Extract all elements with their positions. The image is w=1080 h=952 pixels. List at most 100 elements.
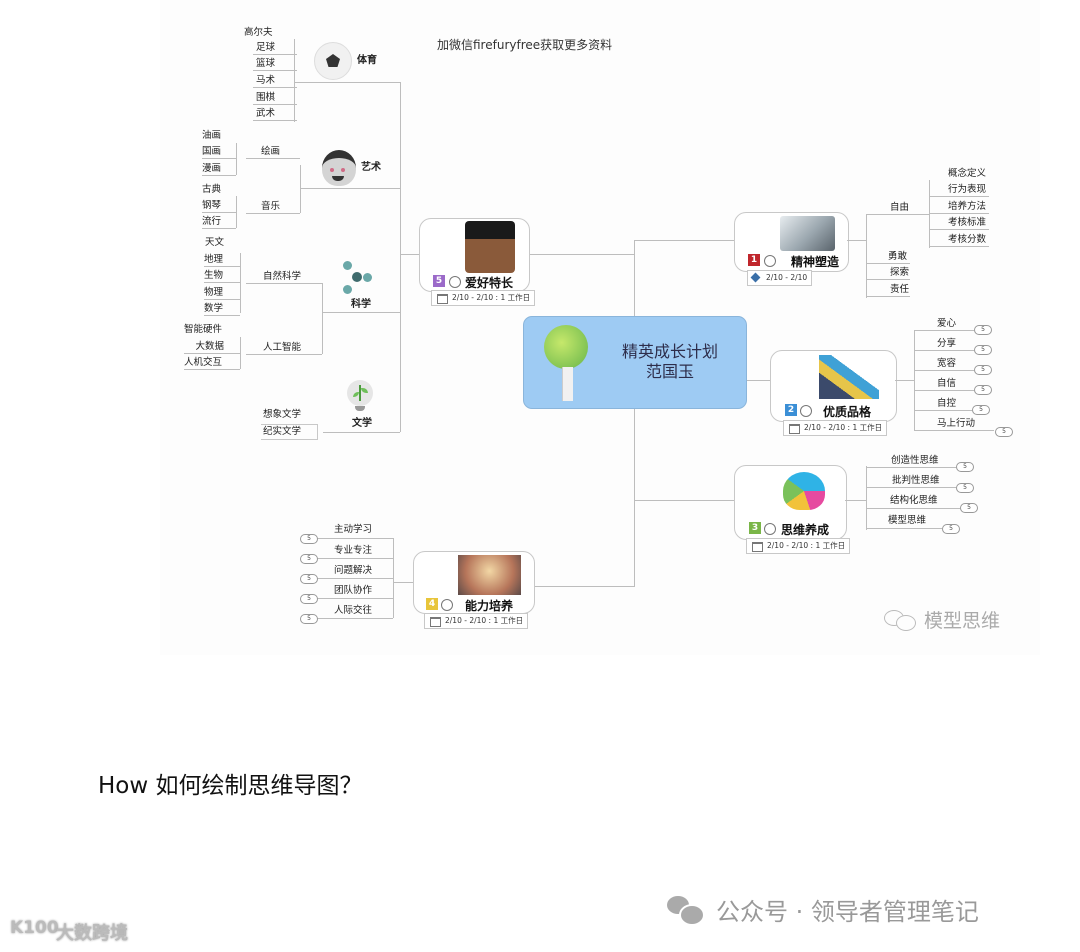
connector — [317, 558, 393, 559]
score-pill[interactable]: 5 — [974, 325, 992, 335]
connector — [317, 578, 393, 579]
connector — [240, 337, 241, 369]
connector — [294, 39, 295, 122]
score-pill[interactable]: 5 — [300, 534, 318, 544]
score-pill[interactable]: 5 — [956, 483, 974, 493]
leaf-hci: 人机交互 — [184, 357, 240, 370]
leaf-piano: 钢琴 — [202, 200, 236, 213]
connector — [847, 240, 867, 241]
score-pill[interactable]: 5 — [300, 554, 318, 564]
ability-social: 人际交往 — [334, 605, 373, 616]
connector — [322, 283, 323, 354]
progress-circle-icon[interactable] — [800, 405, 812, 417]
leaf-behavior: 行为表现 — [929, 184, 989, 197]
priority-badge: 5 — [433, 275, 445, 287]
connector — [317, 538, 393, 539]
connector — [634, 407, 635, 587]
topic-card-thinking[interactable]: 3 思维养成 — [734, 465, 847, 540]
topic-title: 优质品格 — [823, 405, 872, 419]
leaf-imaginative-lit: 想象文学 — [263, 409, 302, 420]
connector — [393, 582, 413, 583]
leaf-math: 数学 — [204, 303, 240, 316]
trait-act-now: 马上行动 — [937, 418, 976, 429]
connector — [400, 82, 401, 432]
calendar-icon — [437, 294, 448, 304]
subtopic-explore: 探索 — [866, 267, 910, 280]
topic-title: 能力培养 — [465, 599, 514, 613]
score-pill[interactable]: 5 — [974, 365, 992, 375]
connector — [866, 508, 960, 509]
progress-circle-icon[interactable] — [764, 523, 776, 535]
connector — [745, 380, 770, 381]
progress-circle-icon[interactable] — [449, 276, 461, 288]
topic-card-ability[interactable]: 4 能力培养 — [413, 551, 535, 614]
progress-circle-icon[interactable] — [441, 599, 453, 611]
score-pill[interactable]: 5 — [974, 385, 992, 395]
connector — [866, 467, 956, 468]
trait-love: 爱心 — [937, 318, 957, 329]
connector — [634, 240, 734, 241]
snow-leopard-image — [780, 216, 835, 251]
calendar-icon — [430, 617, 441, 627]
leaf-equestrian: 马术 — [253, 75, 297, 88]
score-pill[interactable]: 5 — [974, 345, 992, 355]
soccer-ball-icon — [314, 42, 352, 80]
trait-share: 分享 — [937, 338, 957, 349]
score-pill[interactable]: 5 — [300, 614, 318, 624]
topic-title: 精神塑造 — [791, 255, 840, 269]
score-pill[interactable]: 5 — [300, 594, 318, 604]
thinking-structured: 结构化思维 — [890, 495, 938, 506]
topic-card-hobbies[interactable]: 5 爱好特长 — [419, 218, 530, 292]
connector — [866, 487, 956, 488]
score-pill[interactable]: 5 — [995, 427, 1013, 437]
leaf-geography: 地理 — [204, 254, 240, 267]
leaf-go: 围棋 — [253, 92, 297, 105]
central-title-line1: 精英成长计划 — [621, 342, 718, 361]
priority-badge: 3 — [749, 522, 761, 534]
tree-icon — [544, 325, 588, 369]
leaf-martial-arts: 武术 — [253, 108, 297, 121]
score-pill[interactable]: 5 — [972, 405, 990, 415]
leaf-standard: 考核标准 — [929, 217, 989, 230]
leaf-physics: 物理 — [204, 287, 240, 300]
leaf-chinese-painting: 国画 — [202, 146, 236, 159]
subtopic-ai: 人工智能 — [246, 342, 322, 355]
connector — [866, 528, 942, 529]
central-topic[interactable]: 精英成长计划 范国玉 — [523, 316, 747, 409]
topic-card-character[interactable]: 2 优质品格 — [770, 350, 897, 422]
subtopic-natural-science: 自然科学 — [246, 271, 322, 284]
topic-card-spirit[interactable]: 1 精神塑造 — [734, 212, 849, 272]
thinking-creative: 创造性思维 — [891, 455, 939, 466]
task-date: 2/10 - 2/10 : 1 工作日 — [431, 290, 536, 306]
colorful-brain-image — [783, 472, 825, 510]
ability-problem-solving: 问题解决 — [334, 565, 373, 576]
score-pill[interactable]: 5 — [960, 503, 978, 513]
ability-teamwork: 团队协作 — [334, 585, 373, 596]
leaf-method: 培养方法 — [929, 201, 989, 214]
subtopic-responsibility: 责任 — [866, 284, 910, 297]
leaf-football: 足球 — [253, 42, 297, 55]
ability-focus: 专业专注 — [334, 545, 373, 556]
connector — [634, 500, 734, 501]
score-pill[interactable]: 5 — [956, 462, 974, 472]
k100-logo: K100 — [10, 918, 59, 938]
connector — [393, 538, 394, 618]
vampire-face-icon — [322, 150, 356, 186]
connector — [236, 196, 237, 228]
task-date: 2/10 - 2/10 — [747, 270, 813, 286]
leaf-big-data: 大数据 — [184, 341, 240, 354]
connector — [895, 380, 915, 381]
progress-circle-icon[interactable] — [764, 255, 776, 267]
calendar-icon — [752, 542, 763, 552]
leaf-basketball: 篮球 — [253, 58, 297, 71]
connector — [533, 586, 634, 587]
score-pill[interactable]: 5 — [942, 524, 960, 534]
thinking-model: 模型思维 — [888, 515, 927, 526]
trait-tolerance: 宽容 — [937, 358, 957, 369]
connector — [236, 143, 237, 175]
connector — [300, 188, 400, 189]
score-pill[interactable]: 5 — [300, 574, 318, 584]
connector — [634, 240, 635, 316]
priority-badge: 1 — [748, 254, 760, 266]
task-date: 2/10 - 2/10 : 1 工作日 — [746, 538, 851, 554]
